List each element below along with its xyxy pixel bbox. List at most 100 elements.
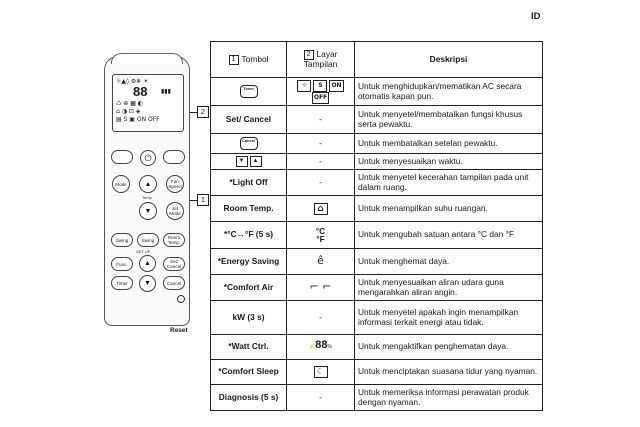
watt-display-icon: ⚡88% [286, 334, 355, 360]
lcd-icons-row-3: ⌂ ◑ ⊡ ◈ [116, 108, 141, 115]
table-row: ▼▲ - Untuk menyesuaikan waktu. [210, 153, 543, 170]
remote-down-button: ▼ [139, 202, 157, 220]
row-button: *Energy Saving [210, 248, 287, 275]
remote-temp-label: Temp [142, 195, 152, 200]
table-row: *Watt Ctrl. ⚡88% Untuk mengaktifkan peng… [210, 334, 543, 360]
row-button: kW (3 s) [210, 300, 287, 335]
remote-mode-button: Mode [112, 175, 130, 193]
row-description: Untuk menciptakan suasana tidur yang nya… [354, 359, 543, 385]
table-row: Room Temp. ⌂ Untuk menampilkan suhu ruan… [210, 195, 543, 222]
remote-control-illustration: ☼▲◊ ⚙❄ ☀ 88 ▮▮▮ ♺ ⊕ ▦ ◐ ⌂ ◑ ⊡ ◈ ▤ S ▣ ON… [104, 53, 190, 326]
table-row: *°C↔°F (5 s) °C°F Untuk mengubah satuan … [210, 221, 543, 249]
row-display: - [286, 133, 355, 154]
remote-setup-up-button: ▲ [139, 255, 156, 272]
callout-2: 2 [197, 106, 209, 118]
off-icon: OFF [311, 91, 330, 104]
row-description: Untuk mengaktifkan penghematan daya. [354, 334, 543, 360]
callout-line-2 [190, 112, 198, 113]
row-display: - [286, 300, 355, 335]
remote-comfort-button [163, 150, 185, 164]
remote-reset-hole [177, 295, 185, 303]
row-description: Untuk mengubah satuan antara °C dan °F [354, 221, 543, 249]
row-button: Set/ Cancel [210, 105, 287, 134]
row-button: *Comfort Air [210, 274, 287, 301]
row-button: Room Temp. [210, 195, 287, 222]
energy-saving-icon: ê [286, 248, 355, 275]
down-arrow-icon: ▼ [235, 156, 248, 167]
remote-up-button: ▲ [139, 175, 157, 193]
row-description: Untuk menyetel/membatalkan fungsi khusus… [354, 105, 543, 134]
table-row: *Energy Saving ê Untuk menghemat daya. [210, 248, 543, 275]
row-display: - [286, 384, 355, 411]
row-description: Untuk membatalkan setelan pewaktu. [354, 133, 543, 154]
row-display: - [286, 153, 355, 170]
lcd-icons-row-1: ☼▲◊ ⚙❄ ☀ [116, 78, 149, 85]
table-row: Diagnosis (5 s) - Untuk memeriksa inform… [210, 384, 543, 411]
table-row: Set/ Cancel - Untuk menyetel/membatalkan… [210, 105, 543, 134]
remote-swing-left-button: Swing [111, 233, 133, 247]
lcd-digits: 88 [133, 84, 148, 99]
row-description: Untuk menyetel apakah ingin menampilkan … [354, 300, 543, 335]
lcd-icons-row-2: ♺ ⊕ ▦ ◐ [116, 100, 144, 107]
remote-lcd: ☼▲◊ ⚙❄ ☀ 88 ▮▮▮ ♺ ⊕ ▦ ◐ ⌂ ◑ ⊡ ◈ ▤ S ▣ ON… [112, 74, 184, 132]
cancel-button-icon: Cancel [210, 133, 287, 154]
cancel-icon: Cancel [239, 137, 258, 150]
remote-power-button: ⏻ [140, 150, 156, 166]
lcd-bars: ▮▮▮ [161, 88, 171, 95]
remote-fan-speed-button: Fan Speed [166, 175, 184, 193]
table-row: *Light Off - Untuk menyetel kecerahan ta… [210, 169, 543, 196]
clock-icon: Timer [239, 85, 258, 98]
sun-icon: ☼ [297, 79, 312, 92]
table-row: kW (3 s) - Untuk menyetel apakah ingin m… [210, 300, 543, 335]
callout-1: 1 [197, 194, 209, 206]
row-display: - [286, 105, 355, 134]
row-description: Untuk menampilkan suhu ruangan. [354, 195, 543, 222]
house-icon: ⌂ [286, 195, 355, 222]
timer-button-icon: Timer [210, 77, 287, 106]
remote-func-button: Func. [111, 257, 133, 271]
callout-line-1 [190, 200, 198, 201]
row-button: *Light Off [210, 169, 287, 196]
language-code: ID [531, 11, 541, 22]
row-description: Untuk menyetel kecerahan tampilan pada u… [354, 169, 543, 196]
row-button: *°C↔°F (5 s) [210, 221, 287, 249]
remote-cancel-button: Cancel [163, 276, 185, 290]
table-row: Cancel - Untuk membatalkan setelan pewak… [210, 133, 543, 154]
remote-swing-right-button: Swing [137, 233, 159, 247]
comfort-air-icon: ⌐ ⌐ [286, 274, 355, 301]
header-deskripsi: Deskripsi [354, 41, 543, 78]
remote-top-cap [111, 53, 183, 64]
remote-set-cancel-button: Set/ Cancel [163, 257, 185, 271]
row-button: Diagnosis (5 s) [210, 384, 287, 411]
comfort-sleep-icon: ☾ [286, 359, 355, 385]
arrow-buttons-icon: ▼▲ [210, 153, 287, 170]
remote-room-temp-button: Room Temp. [163, 233, 185, 247]
celsius-fahrenheit-icon: °C°F [286, 221, 355, 249]
row-description: Untuk menghidupkan/mematikan AC secara o… [354, 77, 543, 106]
row-description: Untuk menyesuaikan waktu. [354, 153, 543, 170]
row-button: *Watt Ctrl. [210, 334, 287, 360]
row-display: - [286, 169, 355, 196]
row-description: Untuk menyesuaikan aliran udara guna men… [354, 274, 543, 301]
remote-light-button [111, 150, 133, 164]
s-icon: S [313, 79, 328, 92]
on-icon: ON [329, 79, 344, 92]
remote-timer-button: Timer [111, 276, 133, 290]
row-description: Untuk menghemat daya. [354, 248, 543, 275]
up-arrow-icon: ▲ [249, 156, 262, 167]
remote-setup-label: SET UP [136, 249, 151, 254]
lcd-icons-row-4: ▤ S ▣ ON OFF [116, 116, 160, 123]
table-row: *Comfort Air ⌐ ⌐ Untuk menyesuaikan alir… [210, 274, 543, 301]
reset-label: Reset [170, 327, 188, 334]
remote-setup-down-button: ▼ [139, 275, 156, 292]
row-description: Untuk memeriksa informasi perawatan prod… [354, 384, 543, 411]
remote-jet-mode-button: Jet Mode [166, 202, 184, 220]
row-button: *Comfort Sleep [210, 359, 287, 385]
table-row: *Comfort Sleep ☾ Untuk menciptakan suasa… [210, 359, 543, 385]
